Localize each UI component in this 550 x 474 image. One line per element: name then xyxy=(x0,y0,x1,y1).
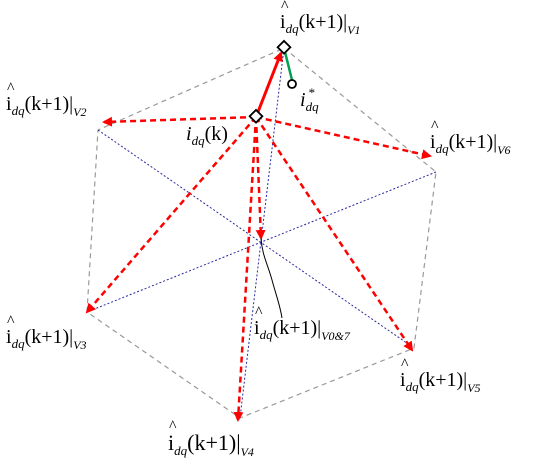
arrow-to-v4 xyxy=(233,116,258,422)
predicted-v1-marker xyxy=(276,39,292,55)
arrow-to-v6 xyxy=(255,115,432,160)
label-v5: idq(k+1)|V5 xyxy=(400,357,481,394)
label-v3: idq(k+1)|V3 xyxy=(6,314,87,351)
label-v6: idq(k+1)|V6 xyxy=(430,119,511,156)
reference-marker xyxy=(287,79,297,89)
label-v2: idq(k+1)|V2 xyxy=(6,81,87,118)
arrow-to-v3 xyxy=(85,116,257,314)
arrow-to-v5 xyxy=(254,116,414,352)
label-v07: idq(k+1)|V0&7 xyxy=(254,305,350,342)
arrow-to-v07 xyxy=(254,116,266,240)
current-marker xyxy=(248,108,264,124)
v07-leader-line xyxy=(260,237,283,319)
arrow-to-v1 xyxy=(254,51,283,118)
label-v4: idq(k+1)|V4 xyxy=(168,419,254,458)
arrow-to-v2 xyxy=(102,115,257,127)
label-reference: idq* xyxy=(300,85,319,114)
label-current: idq(k) xyxy=(186,123,228,148)
label-v1: idq(k+1)|V1 xyxy=(280,0,361,36)
